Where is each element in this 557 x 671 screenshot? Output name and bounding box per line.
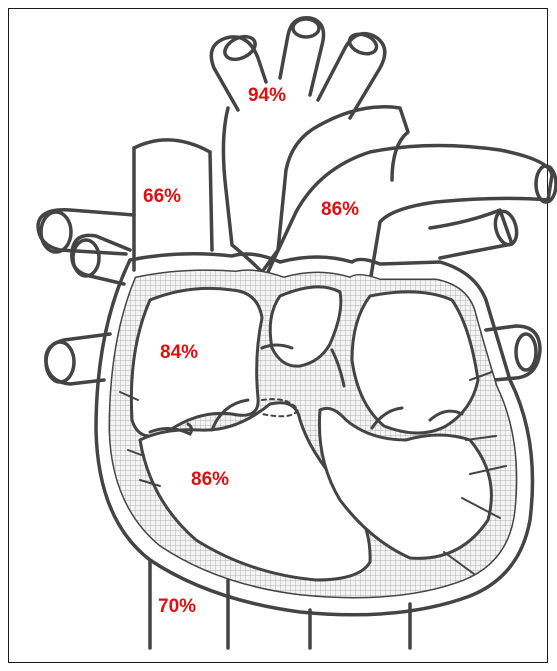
pulmonary-vein-right <box>486 326 540 380</box>
aortic-branch-middle-opening <box>293 19 319 37</box>
superior-vena-cava-label: 66% <box>143 187 181 206</box>
right-pulmonary-upper-opening <box>41 212 71 252</box>
pulmonary-artery-right-end <box>536 166 556 202</box>
superior-vena-cava-outline <box>134 148 212 270</box>
right-pulmonary-lower-opening <box>73 240 99 276</box>
aorta-outline <box>223 107 408 272</box>
pulmonary-vein-left-opening <box>46 342 74 382</box>
descending-aorta-outline <box>310 604 410 648</box>
right-ventricle-label: 86% <box>191 470 229 489</box>
superior-vena-cava-top <box>134 140 210 152</box>
aorta-label: 94% <box>248 86 286 105</box>
pulmonary-branch-upper <box>430 210 512 258</box>
pulmonary-artery-label: 86% <box>321 200 359 219</box>
right-atrium-label: 84% <box>160 343 198 362</box>
pulmonary-vein-right-opening <box>516 334 536 370</box>
aortic-branch-middle <box>280 18 324 95</box>
inferior-vena-cava-label: 70% <box>158 597 196 616</box>
